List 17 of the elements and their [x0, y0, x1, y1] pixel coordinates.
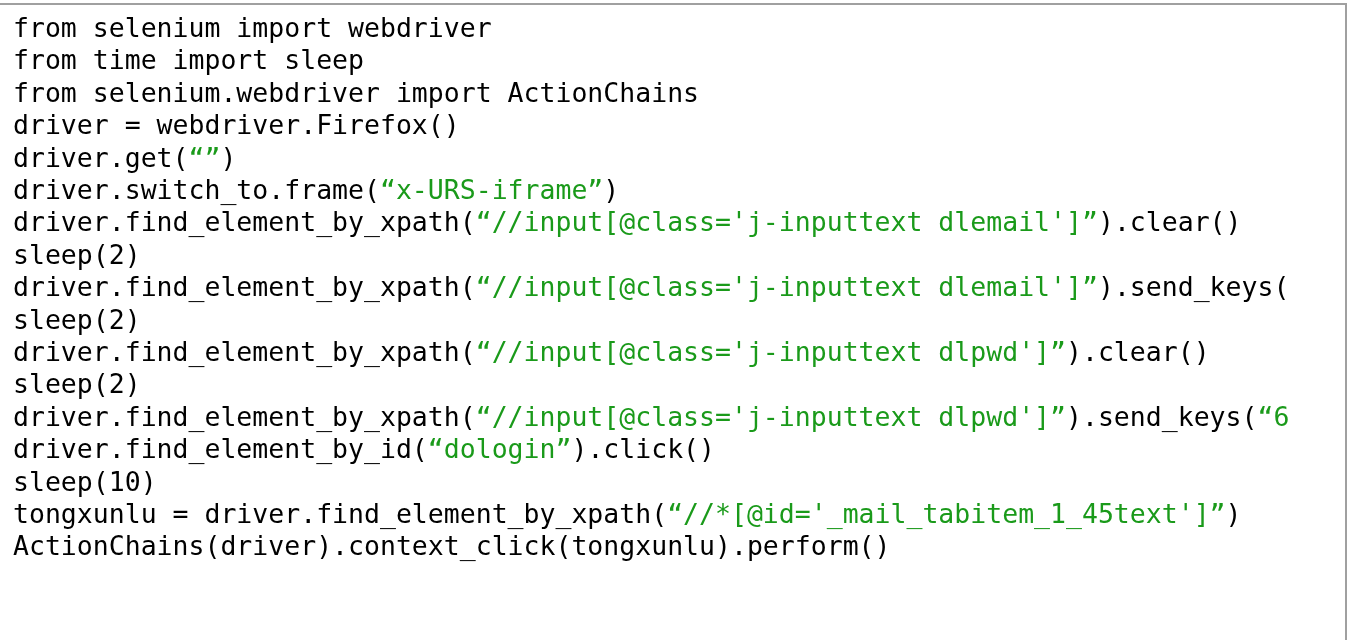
code-line: from selenium import webdriver: [13, 13, 492, 43]
code-line: driver.find_element_by_xpath(“//input[@class='j-inputtext dlpwd']”).send_keys(“6: [13, 401, 1290, 432]
code-line: driver.find_element_by_xpath(“//input[@class='j-inputtext dlpwd']”).clear(): [13, 337, 1210, 367]
code-line: driver.find_element_by_id(“dologin”).click(): [13, 434, 715, 465]
code-line: driver.get(“”): [13, 142, 237, 173]
code-line: ActionChains(driver).context_click(tongxunlu).perform(): [13, 531, 891, 562]
code-line: from selenium.webdriver import ActionChains: [13, 77, 700, 108]
code-line: driver.find_element_by_xpath(“//input[@class='j-inputtext dlemail']”).send_keys(: [13, 272, 1290, 303]
code-line: tongxunlu = driver.find_element_by_xpath(“//*[@id='_mail_tabitem_1_45text']”): [13, 499, 1242, 529]
code-line: sleep(2): [13, 239, 141, 270]
code-line: sleep(10): [13, 466, 157, 497]
code-line: sleep(2): [13, 304, 141, 335]
code-line: driver = webdriver.Firefox(): [13, 110, 460, 141]
code-line: from time import sleep: [13, 45, 364, 76]
code-line: driver.switch_to.frame(“x-URS-iframe”): [13, 175, 620, 205]
code-line: driver.find_element_by_xpath(“//input[@class='j-inputtext dlemail']”).clear(): [13, 207, 1242, 238]
code-line: sleep(2): [13, 369, 141, 400]
